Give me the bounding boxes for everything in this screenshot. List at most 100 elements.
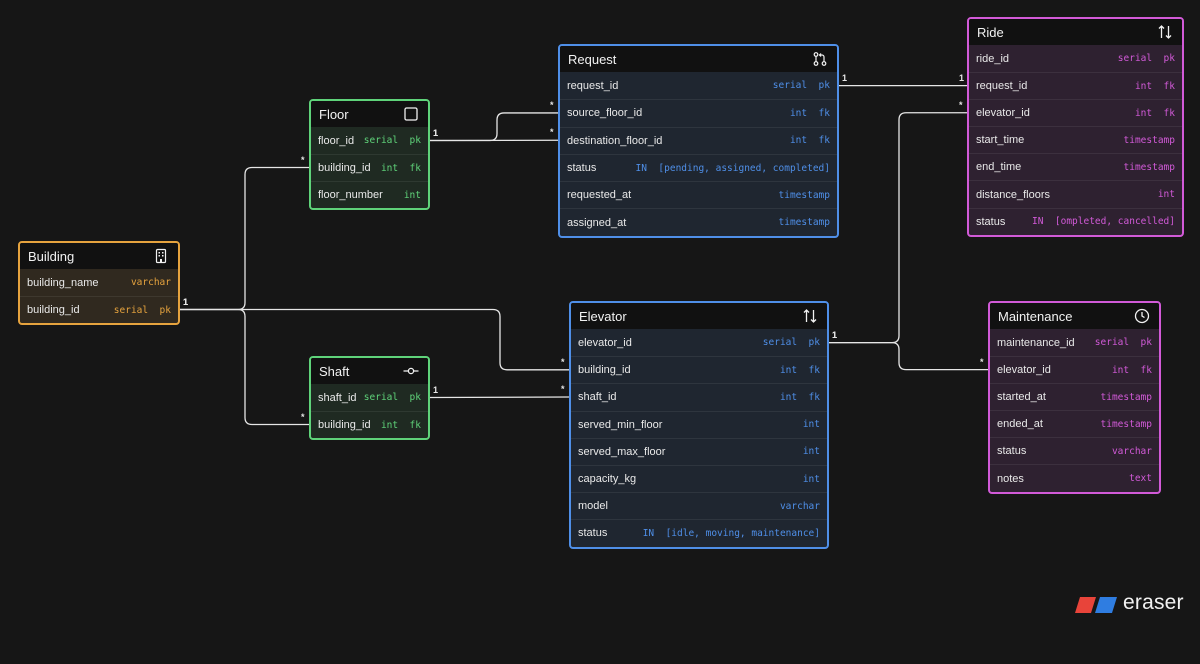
relationship-line [429, 396, 570, 399]
eraser-logo-text: eraser [1123, 591, 1184, 614]
cardinality-label: 1 [433, 384, 439, 395]
column-row[interactable]: status IN [idle, moving, maintenance] [571, 519, 827, 546]
column-row[interactable]: shaft_id int fk [571, 383, 827, 410]
cardinality-label: 1 [842, 72, 848, 83]
column-row[interactable]: building_id serial pk [20, 296, 178, 323]
column-name: ride_id [976, 52, 1010, 65]
cardinality-label: 1 [433, 127, 439, 138]
entity-header[interactable]: Shaft [311, 358, 428, 384]
column-name: building_id [27, 304, 80, 316]
column-type: serial pk [113, 304, 171, 316]
relationship-line [829, 341, 988, 371]
column-type: int [403, 189, 421, 201]
column-row[interactable]: model varchar [571, 492, 827, 519]
relationship-line [430, 112, 558, 142]
entity-header[interactable]: Building [20, 243, 178, 269]
column-type: timestamp [1123, 161, 1175, 173]
eraser-logo: eraser [1074, 591, 1184, 615]
column-name: model [578, 500, 608, 513]
column-type: text [1129, 473, 1152, 485]
entity-title: Ride [977, 24, 1004, 40]
column-type: int fk [380, 419, 421, 431]
column-name: floor_number [318, 189, 383, 201]
entity-header[interactable]: Ride [969, 19, 1182, 45]
column-name: assigned_at [567, 216, 627, 229]
entity-header[interactable]: Request [560, 46, 837, 72]
column-name: building_id [318, 162, 371, 174]
entity-header[interactable]: Elevator [571, 303, 827, 329]
square-icon [402, 105, 420, 123]
column-row[interactable]: end_time timestamp [969, 153, 1182, 180]
entity-title: Maintenance [998, 308, 1073, 324]
column-type: int fk [779, 391, 820, 403]
column-name: floor_id [318, 134, 355, 147]
column-name: ended_at [997, 418, 1043, 431]
column-name: started_at [997, 391, 1046, 404]
column-type: varchar [779, 500, 820, 512]
up-down-arrows-icon [801, 307, 819, 325]
column-name: status [567, 162, 597, 175]
cardinality-label: 1 [832, 329, 838, 340]
eraser-logo-icon [1075, 597, 1117, 613]
column-type: int [802, 473, 820, 485]
column-type: IN [idle, moving, maintenance] [642, 527, 820, 539]
relationship-line [180, 308, 309, 426]
cardinality-label: * [561, 356, 565, 367]
entity-header[interactable]: Floor [311, 101, 428, 127]
cardinality-label: * [301, 154, 305, 165]
column-name: building_name [27, 276, 99, 289]
entity-title: Building [28, 248, 75, 264]
column-row[interactable]: capacity_kg int [571, 464, 827, 492]
column-name: end_time [976, 161, 1022, 174]
cardinality-label: * [550, 127, 554, 138]
column-name: status [578, 527, 608, 540]
column-type: timestamp [1123, 134, 1175, 146]
relationship-line [180, 166, 309, 311]
column-name: capacity_kg [578, 473, 637, 486]
column-row[interactable]: floor_number int [311, 181, 428, 208]
column-name: shaft_id [578, 391, 617, 404]
entity-title: Floor [319, 106, 349, 122]
entity-header[interactable]: Maintenance [990, 303, 1159, 329]
entity-title: Elevator [579, 308, 627, 324]
building-icon [152, 247, 170, 265]
column-name: request_id [976, 80, 1028, 93]
